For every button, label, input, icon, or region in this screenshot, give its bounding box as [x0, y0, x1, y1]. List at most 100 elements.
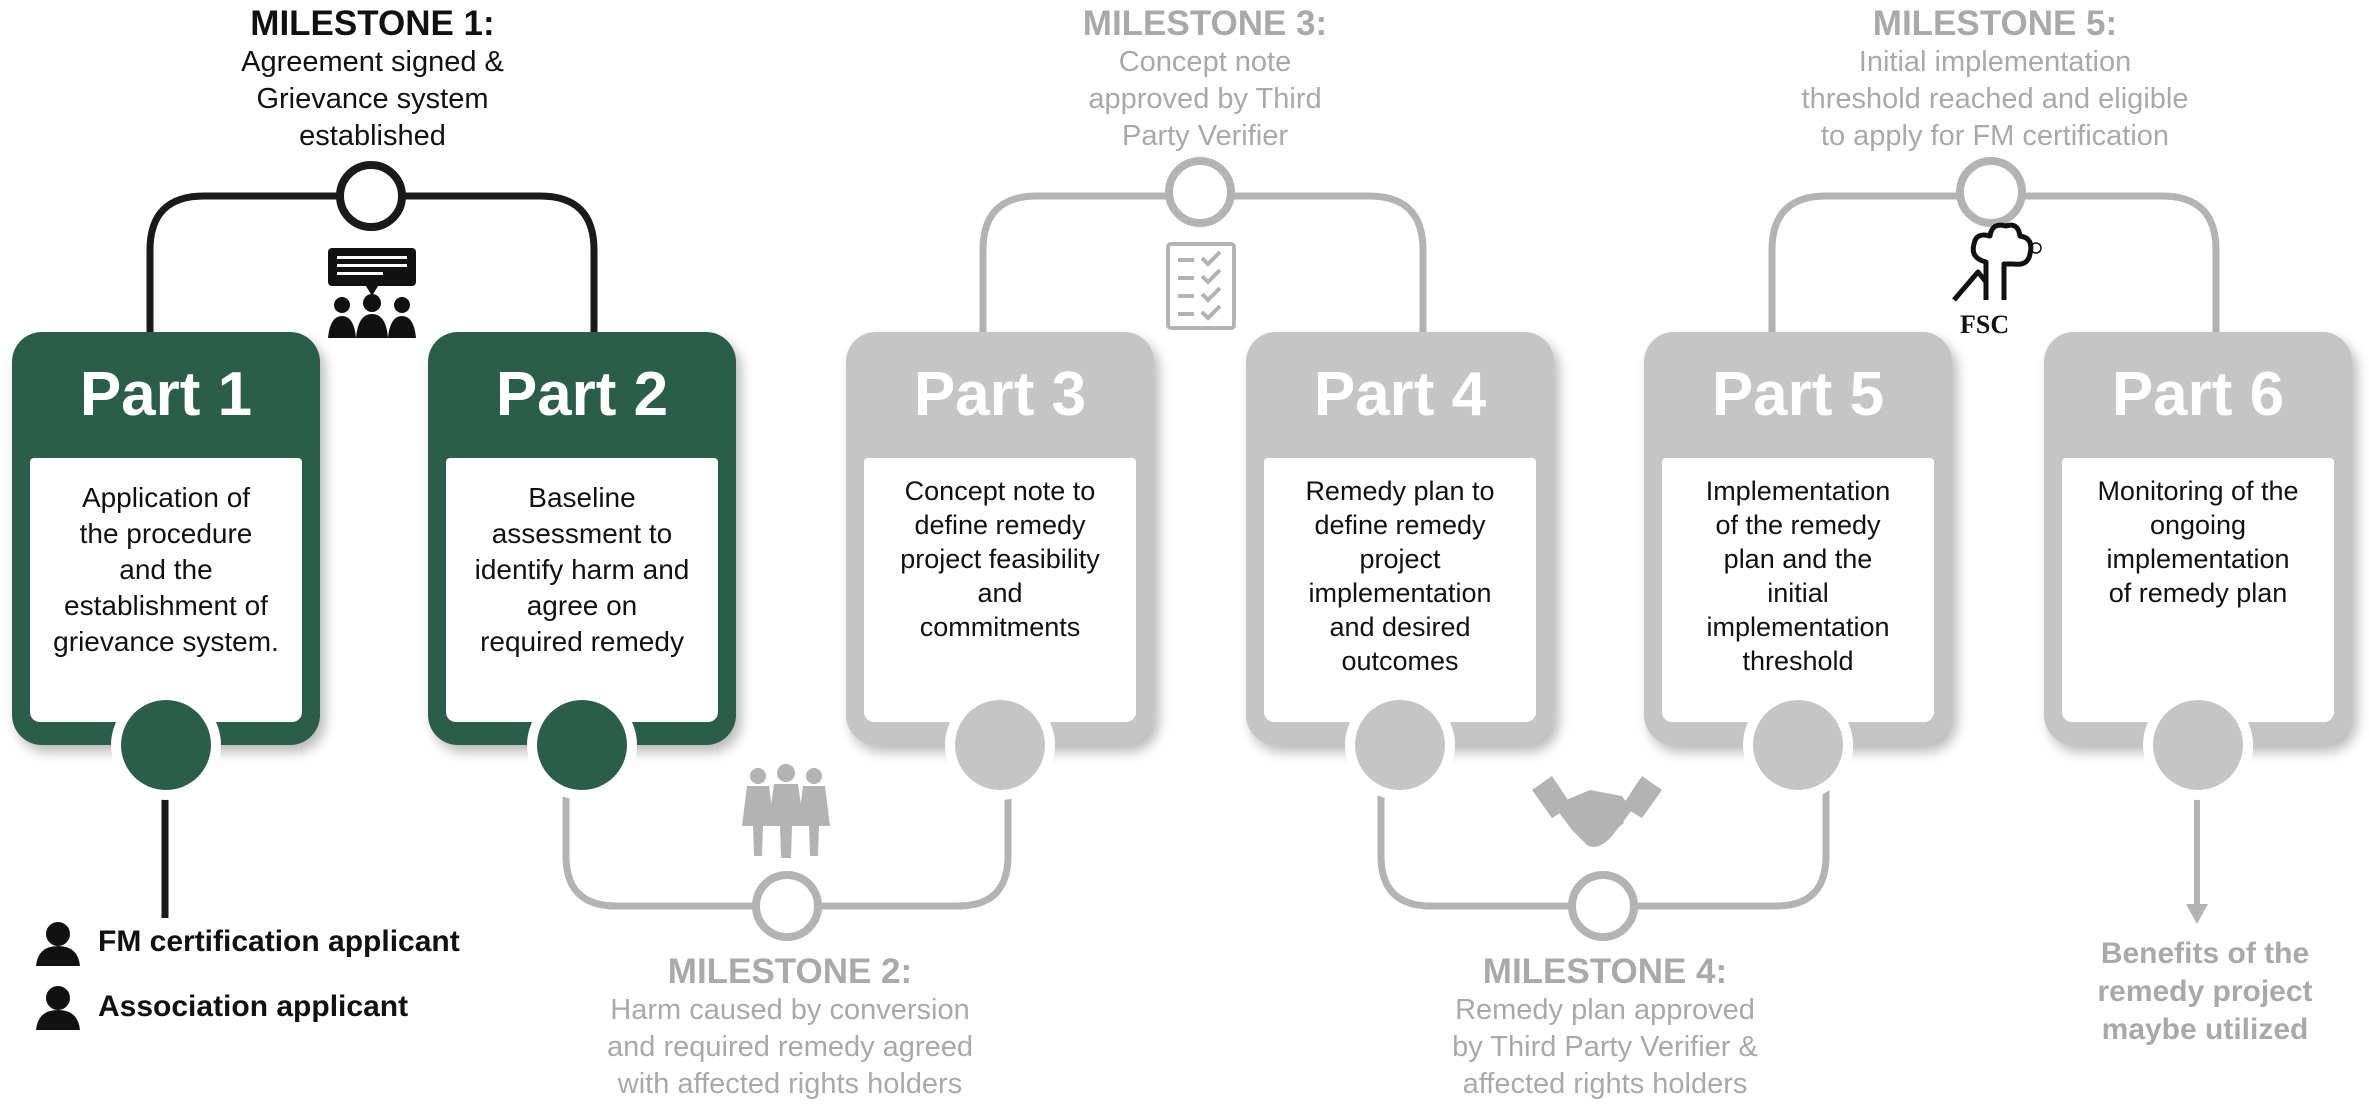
- part-notch: [527, 690, 637, 800]
- part-text-line: project feasibility: [900, 544, 1100, 574]
- milestone-desc-line: to apply for FM certification: [1820, 120, 2170, 152]
- part-text-line: identify harm and: [474, 554, 690, 585]
- part-text-line: project: [1359, 544, 1441, 574]
- part-text-line: Monitoring of the: [2097, 476, 2299, 506]
- legend-label: Association applicant: [98, 990, 409, 1023]
- legend-item-fm-applicant: FM certification applicant: [34, 925, 460, 959]
- milestone-desc-line: Party Verifier: [1122, 120, 1288, 152]
- milestone-5: MILESTONE 5: Initial implementation thre…: [1745, 4, 2245, 155]
- milestone-desc-line: Concept note: [1118, 46, 1292, 78]
- part-text-line: grievance system.: [53, 626, 279, 657]
- part-text-line: and: [977, 578, 1023, 608]
- part-title: Part 6: [2111, 360, 2285, 429]
- part-title: Part 3: [913, 360, 1087, 429]
- benefits-line: maybe utilized: [2101, 1013, 2309, 1046]
- milestone-1-node: [336, 161, 406, 231]
- part-title: Part 4: [1313, 360, 1487, 429]
- part-text-line: ongoing: [2149, 510, 2247, 540]
- part-text-line: the procedure: [79, 518, 253, 549]
- handshake-icon: [1532, 776, 1662, 847]
- milestone-4: MILESTONE 4: Remedy plan approved by Thi…: [1385, 952, 1825, 1103]
- milestone-desc-line: Initial implementation: [1858, 46, 2132, 78]
- milestone-desc-line: with affected rights holders: [617, 1068, 963, 1100]
- part-text-line: implementation: [2106, 544, 2290, 574]
- part-3-card: Part 3 Concept note to define remedy pro…: [846, 332, 1154, 800]
- part-title: Part 1: [79, 360, 253, 429]
- part-text-line: establishment of: [64, 590, 268, 621]
- people-group-icon: [742, 764, 830, 858]
- milestone-desc-line: and required remedy agreed: [607, 1031, 973, 1063]
- part-text-line: implementation: [1706, 612, 1890, 642]
- part-description: Remedy plan to define remedy project imp…: [1264, 458, 1536, 722]
- part-notch: [1743, 690, 1853, 800]
- part-notch: [1345, 690, 1455, 800]
- part-text-line: required remedy: [480, 626, 684, 657]
- part-description: Baseline assessment to identify harm and…: [446, 458, 718, 722]
- part-description: Concept note to define remedy project fe…: [864, 458, 1136, 722]
- part-notch: [111, 690, 221, 800]
- milestone-2: MILESTONE 2: Harm caused by conversion a…: [560, 952, 1020, 1103]
- part-2-card: Part 2 Baseline assessment to identify h…: [428, 332, 736, 800]
- part-text-line: Baseline: [528, 482, 636, 513]
- part-text-line: of the remedy: [1715, 510, 1881, 540]
- part-title: Part 5: [1711, 360, 1885, 429]
- fsc-logo-text: FSC: [1960, 310, 2010, 339]
- fsc-tree-logo-icon: [1952, 222, 2042, 302]
- milestone-title: MILESTONE 2:: [667, 952, 913, 991]
- part-text-line: outcomes: [1341, 646, 1459, 676]
- part-description: Implementation of the remedy plan and th…: [1662, 458, 1934, 722]
- milestone-desc-line: Remedy plan approved: [1455, 994, 1755, 1026]
- milestone-title: MILESTONE 5:: [1872, 4, 2118, 43]
- part-text-line: plan and the: [1723, 544, 1873, 574]
- part-text-line: define remedy: [1314, 510, 1486, 540]
- part-text-line: of remedy plan: [2108, 578, 2288, 608]
- part-text-line: Application of: [81, 482, 251, 513]
- legend-label: FM certification applicant: [98, 925, 460, 958]
- milestone-5-node: [1956, 157, 2026, 227]
- part-text-line: threshold: [1742, 646, 1854, 676]
- part-6-card: Part 6 Monitoring of the ongoing impleme…: [2044, 332, 2352, 800]
- milestone-4-node: [1568, 871, 1638, 941]
- part-title: Part 2: [495, 360, 669, 429]
- milestone-desc-line: Grievance system: [256, 83, 489, 115]
- part-text-line: and desired: [1329, 612, 1471, 642]
- milestone-3: MILESTONE 3: Concept note approved by Th…: [995, 4, 1415, 155]
- milestone-desc-line: Agreement signed &: [241, 46, 504, 78]
- part-text-line: Remedy plan to: [1305, 476, 1495, 506]
- milestone-3-node: [1165, 157, 1235, 227]
- milestone-1: MILESTONE 1: Agreement signed & Grievanc…: [180, 4, 565, 155]
- part-text-line: define remedy: [914, 510, 1086, 540]
- part-text-line: and the: [119, 554, 213, 585]
- part-4-card: Part 4 Remedy plan to define remedy proj…: [1246, 332, 1554, 800]
- person-icon: [36, 922, 80, 966]
- legend-item-association-applicant: Association applicant: [34, 990, 408, 1024]
- milestone-desc-line: approved by Third: [1088, 83, 1322, 115]
- part-text-line: commitments: [919, 612, 1081, 642]
- part-text-line: Concept note to: [904, 476, 1096, 506]
- milestone-title: MILESTONE 1:: [250, 4, 495, 43]
- milestone-title: MILESTONE 3:: [1082, 4, 1328, 43]
- milestone-title: MILESTONE 4:: [1482, 952, 1728, 991]
- benefits-note: Benefits of the remedy project maybe uti…: [2070, 935, 2340, 1049]
- part-1-card: Part 1 Application of the procedure and …: [12, 332, 320, 800]
- part-text-line: Implementation: [1705, 476, 1891, 506]
- part-5-card: Part 5 Implementation of the remedy plan…: [1644, 332, 1952, 800]
- presentation-meeting-icon: [328, 248, 416, 338]
- milestone-desc-line: by Third Party Verifier &: [1452, 1031, 1758, 1063]
- part-text-line: implementation: [1308, 578, 1492, 608]
- milestone-desc-line: established: [299, 120, 446, 152]
- part-description: Application of the procedure and the est…: [30, 458, 302, 722]
- part-notch: [2143, 690, 2253, 800]
- part-text-line: initial: [1767, 578, 1829, 608]
- milestone-desc-line: affected rights holders: [1462, 1068, 1748, 1100]
- benefits-line: remedy project: [2097, 975, 2313, 1008]
- part-text-line: agree on: [526, 590, 638, 621]
- part-text-line: assessment to: [491, 518, 673, 549]
- person-icon: [36, 986, 80, 1030]
- part-description: Monitoring of the ongoing implementation…: [2062, 458, 2334, 722]
- checklist-icon: [1166, 242, 1236, 330]
- part-notch: [945, 690, 1055, 800]
- milestone-desc-line: threshold reached and eligible: [1801, 83, 2189, 115]
- benefits-line: Benefits of the: [2100, 937, 2310, 970]
- milestone-2-node: [752, 871, 822, 941]
